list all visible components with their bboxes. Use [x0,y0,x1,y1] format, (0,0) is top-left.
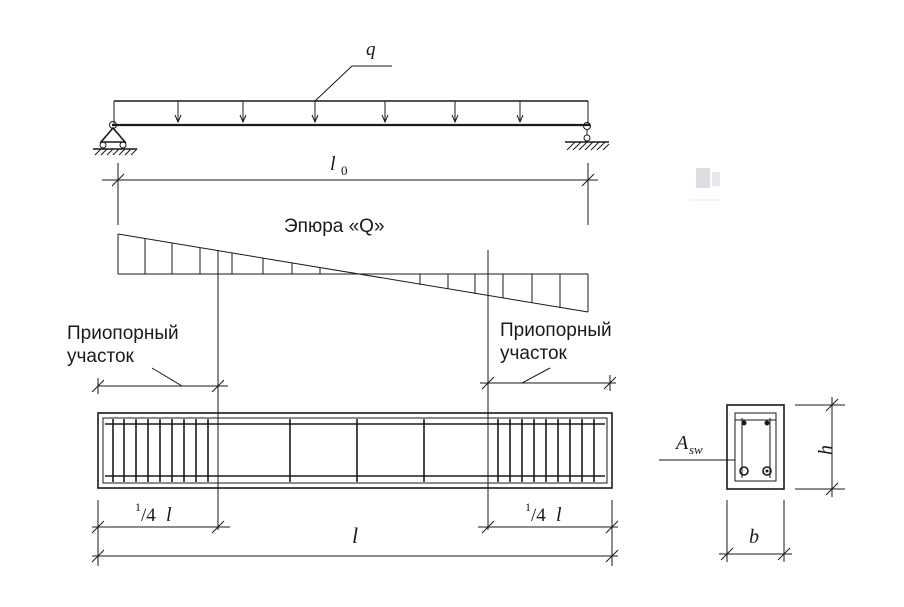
support-zone-left: Приопорный участок [67,323,228,394]
rebar-top-left [741,420,747,426]
beam-inner-outline [102,417,608,484]
span-l0-subscript: 0 [341,163,348,178]
asw-subscript: sw [689,442,703,457]
cross-section: A sw h b [659,397,845,562]
support-zone-left-line1: Приопорный [67,323,179,344]
quarter-right-fraction: /4 [531,505,546,526]
beam-elevation [97,412,613,489]
stirrups-middle [289,419,425,482]
span-l0-dimension: l 0 [102,153,598,225]
support-zone-right-line2: участок [500,343,568,364]
loaded-beam: q [93,39,610,225]
shear-hatching [144,238,561,308]
quarter-left-numerator: 1 [135,500,141,514]
section-outline [726,404,785,490]
span-l0-label: l [330,153,336,175]
rebar-bottom-left [739,466,749,476]
span-l-label: l [352,523,358,548]
right-support [565,122,610,151]
scan-artifact [690,168,722,201]
stirrups-right [497,419,595,482]
quarter-right-l: l [556,504,562,526]
rebar-top-right [764,420,770,426]
support-zone-right: Приопорный участок [480,320,617,391]
width-label: b [749,526,759,548]
stirrup-outline [734,412,777,482]
shear-diagram-title: Эпюра «Q» [284,216,385,237]
rebar-bottom-right [762,466,772,476]
quarter-left-fraction: /4 [141,505,156,526]
left-support [93,121,138,156]
height-label: h [815,445,837,455]
load-leader [314,65,392,102]
stirrups-left [112,419,209,482]
load-label: q [366,39,376,60]
quarter-left-dimension: 1 /4 l [91,500,230,540]
shear-diagram: Эпюра «Q» [117,216,589,313]
asw-label: A [674,432,689,454]
support-zone-left-line2: участок [67,346,135,367]
quarter-left-l: l [166,504,172,526]
span-l-dimension: l [91,523,619,566]
quarter-right-numerator: 1 [525,500,531,514]
beam-outline [97,412,613,489]
load-arrows [174,101,524,124]
support-zone-right-line1: Приопорный [500,320,612,341]
quarter-right-dimension: 1 /4 l [478,500,619,566]
